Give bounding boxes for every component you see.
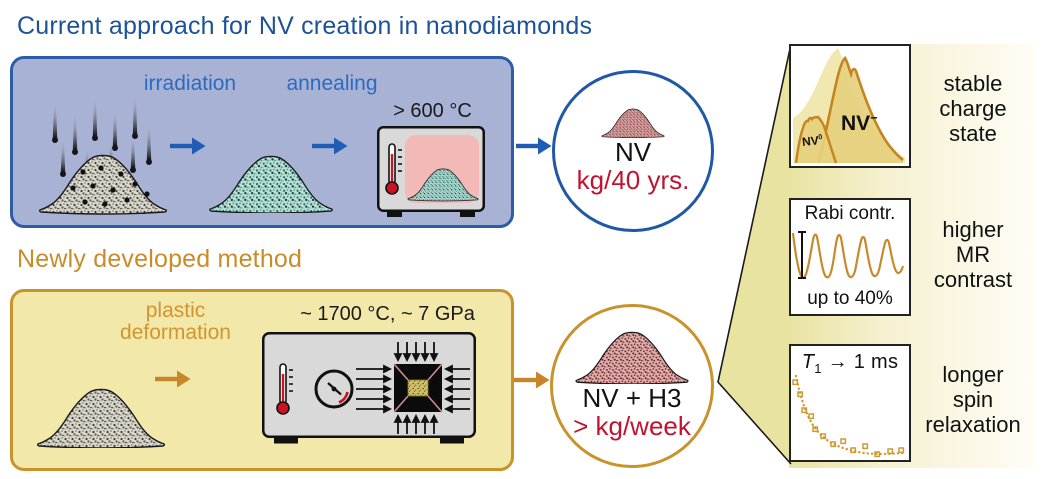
label-plastic: plastic (145, 299, 206, 322)
caption-line: MR (955, 242, 991, 267)
current-result-material: NV (614, 136, 652, 167)
caption-higher-mr-contrast: higher MR contrast (907, 217, 1039, 292)
high-pressure-press-icon (262, 332, 476, 444)
caption-line: spin (952, 387, 994, 412)
title-current-approach: Current approach for NV creation in nano… (17, 12, 593, 40)
panel-t1-relaxation: T1 → 1 ms (789, 344, 911, 462)
caption-line: stable (943, 71, 1003, 96)
nv0-peak-label: NV0 (801, 131, 823, 150)
arrow-right-icon (312, 137, 348, 155)
caption-stable-charge-state: stable charge state (907, 71, 1039, 146)
label-irradiation: irradiation (143, 72, 237, 95)
caption-line: state (949, 121, 997, 146)
caption-longer-spin-relaxation: longer spin relaxation (907, 362, 1039, 437)
caption-line: longer (942, 362, 1004, 387)
press-conditions-label: ~ 1700 °C, ~ 7 GPa (300, 303, 475, 325)
t1-decay-plot (792, 374, 905, 458)
anvil-cell-icon (393, 363, 443, 413)
current-result-rate: kg/40 yrs. (576, 164, 690, 195)
label-plastic-deformation: plastic deformation (113, 300, 238, 344)
pressure-arrows (356, 342, 470, 434)
panel-charge-state-spectrum: NV0 NV− (789, 44, 911, 168)
new-result-circle: NV + H3 > kg/week (550, 304, 714, 468)
new-result-material: NV + H3 (582, 383, 682, 413)
arrow-right-icon (155, 370, 191, 388)
arrow-right-icon (170, 137, 206, 155)
annealing-oven-icon (377, 126, 485, 217)
caption-line: higher (942, 217, 1004, 242)
oven-temperature-label: > 600 °C (393, 100, 472, 122)
title-new-method: Newly developed method (17, 245, 303, 273)
caption-line: relaxation (925, 412, 1021, 437)
caption-line: charge (939, 96, 1007, 121)
label-annealing: annealing (286, 72, 378, 95)
contrast-value-label: up to 40% (807, 288, 893, 309)
pl-spectrum-plot (793, 48, 905, 164)
data-point-squares (792, 379, 905, 458)
caption-line: contrast (933, 267, 1013, 292)
arrow-right-icon (516, 137, 552, 155)
rabi-contrast-label: Rabi contr. (804, 203, 896, 224)
irradiated-nanodiamond-pile (38, 98, 168, 215)
label-deformation: deformation (120, 321, 231, 344)
vacancy-dots (70, 165, 150, 207)
pressure-gauge-icon (314, 369, 354, 409)
panel-rabi-contrast: Rabi contr. up to 40% (789, 198, 911, 316)
rabi-oscillation-plot (791, 231, 905, 279)
new-result-rate: > kg/week (573, 411, 691, 441)
t1-formula-label: T1 → 1 ms (801, 351, 899, 376)
current-result-circle: NV kg/40 yrs. (552, 70, 714, 232)
contrast-bar-icon (798, 231, 806, 279)
arrow-right-icon (514, 371, 550, 389)
nv-minus-peak-label: NV− (841, 111, 878, 135)
